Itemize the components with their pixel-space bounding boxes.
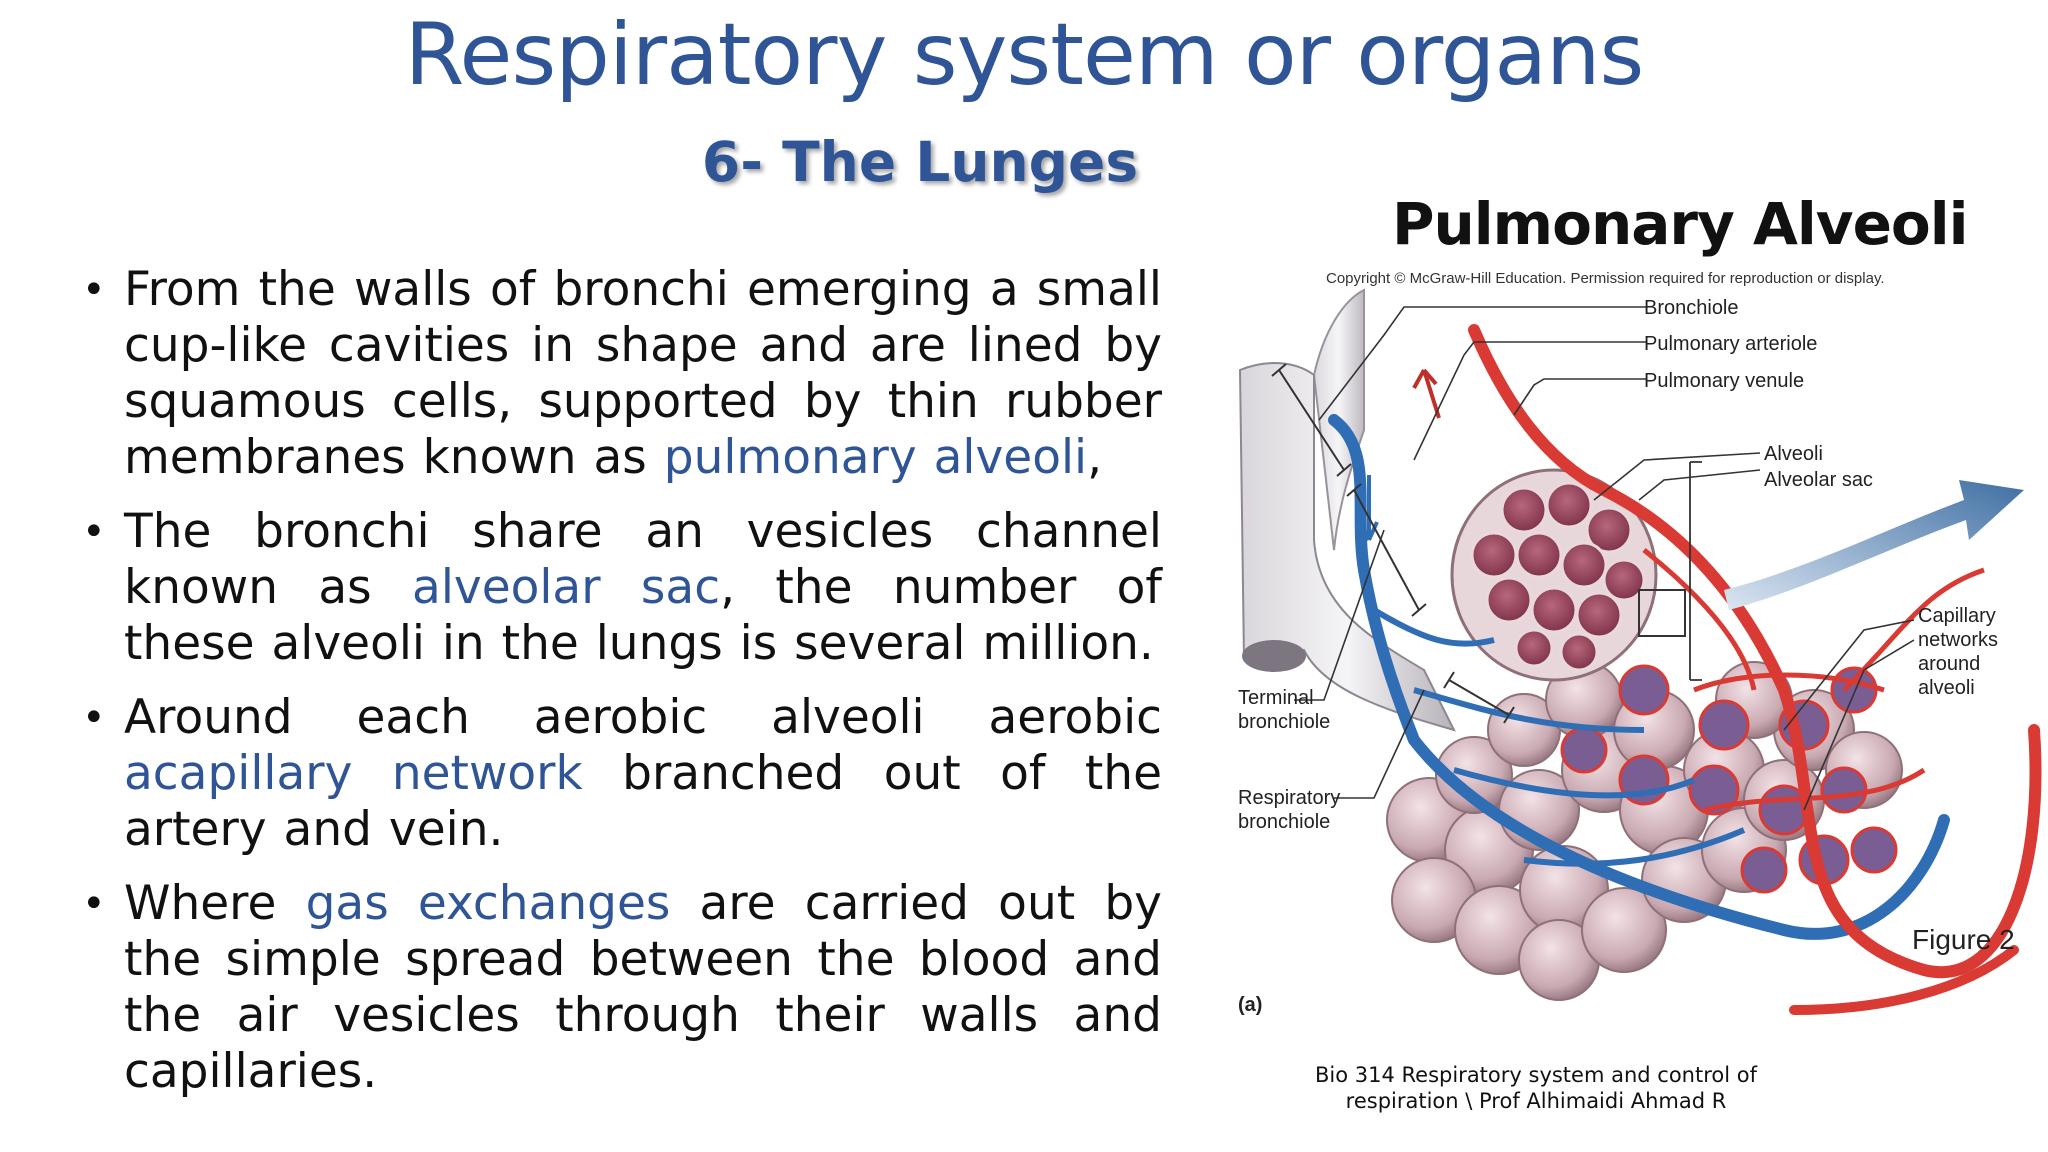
figure-number: Figure 2 <box>1912 924 2015 955</box>
label-leaders <box>1271 306 1915 811</box>
label-respiratory-line: Respiratory <box>1238 787 1341 809</box>
venule-bottom <box>1789 945 2019 1015</box>
bullet-text-part: The bronchi share an vesicles channel kn… <box>124 504 1162 615</box>
bullet-text: The bronchi share an vesicles channel kn… <box>124 504 1162 672</box>
bullet-highlight: acapillary network <box>124 746 583 801</box>
label-respiratory-line: bronchiole <box>1238 811 1331 833</box>
slide-subtitle: 6- The Lunges <box>701 130 1139 194</box>
detail-square <box>1638 589 1686 637</box>
bullet-text-part: Around each aerobic alveoli aerobic <box>124 690 1162 745</box>
venule-branches <box>1642 548 1985 813</box>
label-capillary-line: networks <box>1918 629 1999 651</box>
label-alveoli: Alveoli <box>1764 443 1823 465</box>
bullet-text: From the walls of bronchi emerging a sma… <box>124 262 1162 486</box>
slide-title: Respiratory system or organs <box>404 5 1645 105</box>
bullet-text-part: , the number of these alveoli in the lun… <box>124 560 1162 671</box>
label-capillary-networks: Capillary networks around alveoli <box>1918 604 1998 700</box>
bullet-text-part: branched out of the artery and vein. <box>124 746 1162 857</box>
figure-copyright: Copyright © McGraw-Hill Education. Permi… <box>1326 270 1885 287</box>
label-terminal-line: bronchiole <box>1238 711 1331 733</box>
label-pulmonary-venule: Pulmonary venule <box>1644 370 1805 392</box>
sac-alveoli <box>1470 481 1646 672</box>
bullet-item: • From the walls of bronchi emerging a s… <box>78 262 1162 486</box>
bullet-item: • Where gas exchanges are carried out by… <box>78 876 1162 1100</box>
pulmonary-alveoli-figure: Pulmonary Alveoli Copyright © McGraw-Hil… <box>1224 170 2048 1050</box>
bullet-highlight: gas exchanges <box>305 876 671 931</box>
bullet-text-part: , <box>1087 430 1103 485</box>
blood-flow-arrow-down <box>1359 475 1379 541</box>
bullet-marker: • <box>82 267 106 313</box>
bullet-text-part: From the walls of bronchi emerging a sma… <box>124 262 1162 485</box>
bronchiole-opening <box>1242 640 1306 672</box>
blood-flow-arrow-up <box>1412 368 1441 419</box>
label-respiratory-bronchiole: Respiratory bronchiole <box>1238 786 1340 834</box>
bullet-item: • Around each aerobic alveoli aerobic ac… <box>78 690 1162 858</box>
bullet-marker: • <box>82 881 106 927</box>
bullet-highlight: alveolar sac <box>412 560 721 615</box>
label-terminal-line: Terminal <box>1238 687 1314 709</box>
bullet-text: Around each aerobic alveoli aerobic acap… <box>124 690 1162 858</box>
bullet-marker: • <box>82 695 106 741</box>
figure-panel-label: (a) <box>1238 994 1263 1016</box>
pulmonary-venule <box>1468 324 2042 979</box>
label-bronchiole: Bronchiole <box>1644 297 1739 319</box>
bullet-text-part: are carried out by the simple spread bet… <box>124 876 1162 1099</box>
label-pulmonary-arteriole: Pulmonary arteriole <box>1644 333 1818 355</box>
label-alveolar-sac: Alveolar sac <box>1764 469 1873 491</box>
bullet-text: Where gas exchanges are carried out by t… <box>124 876 1162 1100</box>
figure-title: Pulmonary Alveoli <box>1392 190 1969 258</box>
bullet-marker: • <box>82 509 106 555</box>
label-capillary-line: alveoli <box>1918 677 1975 699</box>
bullet-list: • From the walls of bronchi emerging a s… <box>78 262 1162 1118</box>
slide-footer: Bio 314 Respiratory system and control o… <box>1314 1063 1757 1113</box>
bullet-item: • The bronchi share an vesicles channel … <box>78 504 1162 672</box>
label-capillary-line: Capillary <box>1918 605 1996 627</box>
bullet-text-part: Where <box>124 876 306 931</box>
arteriole-branches <box>1372 607 1746 867</box>
alveoli-illustration <box>1238 288 2042 1015</box>
label-capillary-line: around <box>1918 653 1981 675</box>
gas-flow-arrow <box>1724 480 2024 610</box>
bullet-highlight: pulmonary alveoli <box>663 430 1088 485</box>
label-terminal-bronchiole: Terminal bronchiole <box>1238 686 1330 734</box>
